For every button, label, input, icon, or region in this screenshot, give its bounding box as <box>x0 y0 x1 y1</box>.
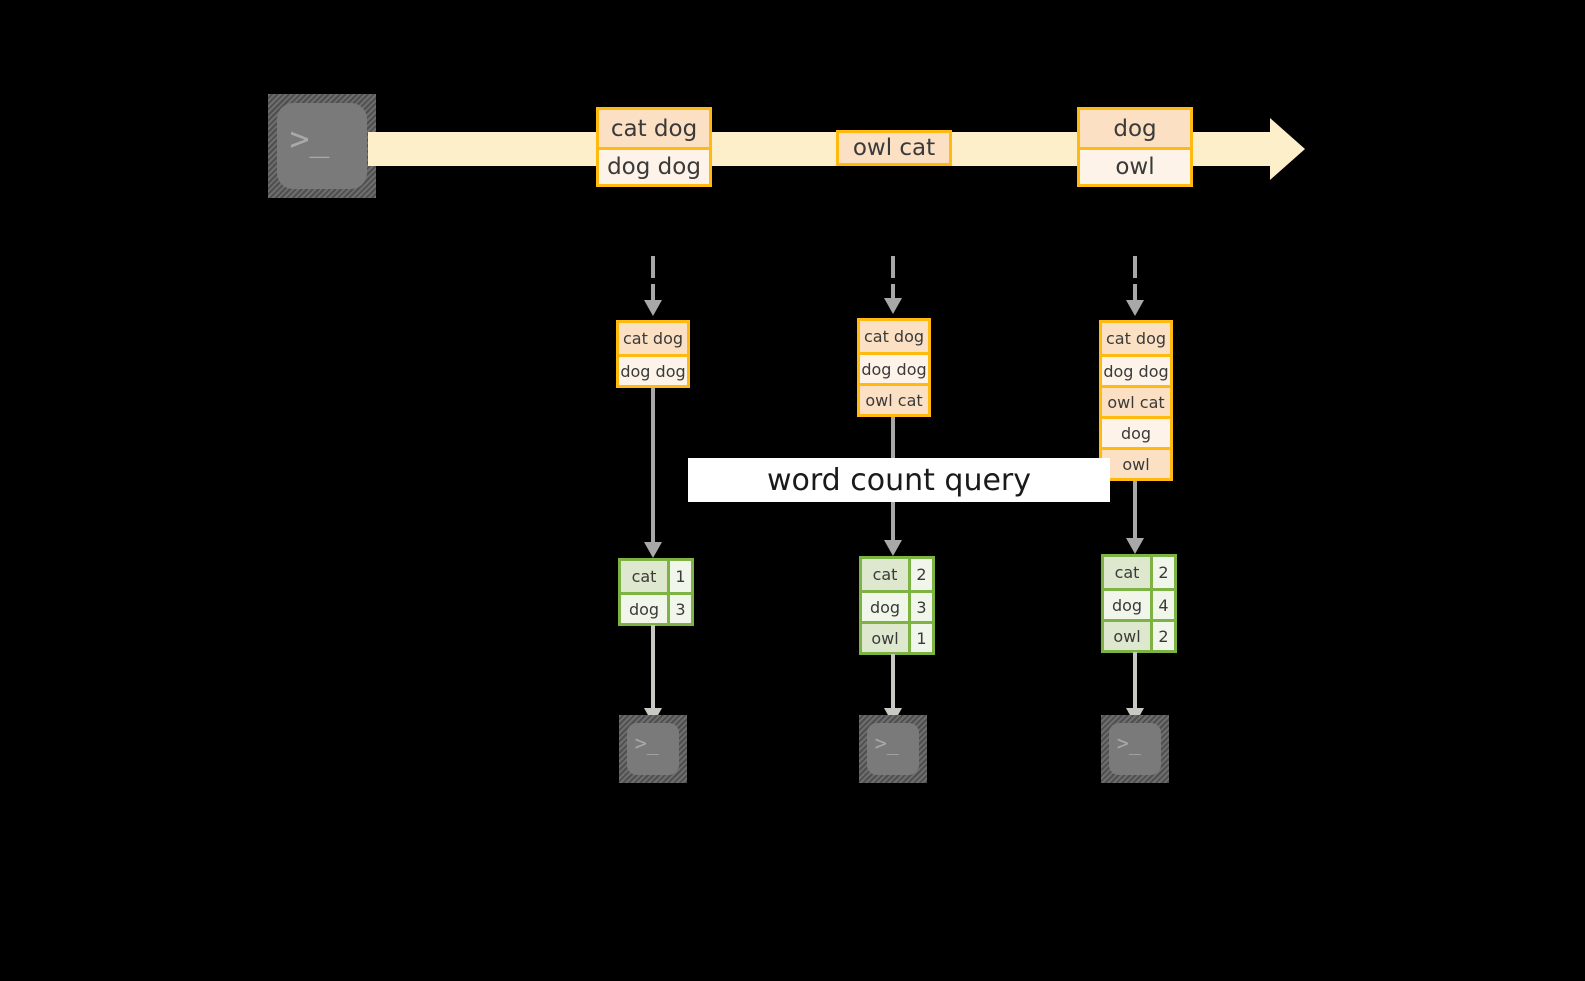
result-table[interactable]: cat 1 dog 3 <box>618 558 694 626</box>
query-label-text: word count query <box>766 462 1032 498</box>
stream-event-line: dog dog <box>599 147 709 184</box>
stream-to-state-arrowhead <box>884 298 902 314</box>
stream-event-box[interactable]: owl cat <box>836 130 952 166</box>
result-table[interactable]: cat 2 dog 4 owl 2 <box>1101 554 1177 653</box>
terminal-prompt-glyph: >_ <box>874 731 899 756</box>
result-count: 4 <box>1150 591 1174 619</box>
state-line: owl cat <box>1102 385 1170 416</box>
stream-to-state-arrowhead <box>1126 300 1144 316</box>
result-count: 1 <box>908 624 932 652</box>
terminal-screen: >_ <box>1109 723 1161 775</box>
result-count: 3 <box>908 593 932 621</box>
result-to-sink-connector <box>651 625 655 710</box>
sink-terminal-icon[interactable]: >_ <box>1101 715 1169 783</box>
sink-terminal-icon[interactable]: >_ <box>859 715 927 783</box>
result-row: owl 2 <box>1104 619 1174 650</box>
stream-to-state-arrowhead <box>644 300 662 316</box>
terminal-prompt-glyph: >_ <box>1116 731 1141 756</box>
result-to-sink-connector <box>891 654 895 710</box>
terminal-screen: >_ <box>277 103 367 189</box>
result-word: cat <box>1104 557 1150 588</box>
stream-event-line: owl <box>1080 147 1190 184</box>
result-count: 1 <box>667 561 691 592</box>
result-row: cat 2 <box>1104 557 1174 588</box>
stream-event-line: dog <box>1080 110 1190 147</box>
state-line: owl cat <box>860 383 928 414</box>
state-to-result-arrowhead <box>884 540 902 556</box>
stream-event-box[interactable]: dog owl <box>1077 107 1193 187</box>
state-line: dog dog <box>1102 354 1170 385</box>
stream-to-state-connector <box>651 284 655 302</box>
terminal-screen: >_ <box>867 723 919 775</box>
state-line: owl <box>1102 447 1170 478</box>
result-word: dog <box>862 593 908 621</box>
state-line: cat dog <box>619 323 687 354</box>
stream-to-state-connector <box>1133 284 1137 302</box>
result-word: dog <box>1104 591 1150 619</box>
result-count: 3 <box>667 595 691 623</box>
terminal-prompt-glyph: >_ <box>289 118 330 158</box>
result-row: dog 4 <box>1104 588 1174 619</box>
result-row: owl 1 <box>862 621 932 652</box>
stream-to-state-connector <box>891 256 895 278</box>
source-terminal-icon[interactable]: >_ <box>268 94 376 198</box>
state-line: cat dog <box>1102 323 1170 354</box>
state-to-result-arrowhead <box>1126 538 1144 554</box>
result-row: dog 3 <box>862 590 932 621</box>
state-line: dog <box>1102 416 1170 447</box>
event-stream-arrowhead <box>1270 118 1305 180</box>
query-label: word count query <box>688 458 1110 502</box>
accumulated-state-box[interactable]: cat dog dog dog owl cat <box>857 318 931 417</box>
result-word: owl <box>1104 622 1150 650</box>
result-row: cat 1 <box>621 561 691 592</box>
result-row: cat 2 <box>862 559 932 590</box>
stream-to-state-connector <box>891 284 895 300</box>
result-word: dog <box>621 595 667 623</box>
result-to-sink-connector <box>1133 652 1137 710</box>
result-count: 2 <box>1150 622 1174 650</box>
state-to-result-connector <box>651 388 655 543</box>
result-word: cat <box>621 561 667 592</box>
state-to-result-arrowhead <box>644 542 662 558</box>
state-line: cat dog <box>860 321 928 352</box>
stream-event-box[interactable]: cat dog dog dog <box>596 107 712 187</box>
result-word: owl <box>862 624 908 652</box>
accumulated-state-box[interactable]: cat dog dog dog owl cat dog owl <box>1099 320 1173 481</box>
state-to-result-connector <box>1133 481 1137 539</box>
stream-event-line: cat dog <box>599 110 709 147</box>
terminal-screen: >_ <box>627 723 679 775</box>
result-count: 2 <box>908 559 932 590</box>
state-line: dog dog <box>860 352 928 383</box>
result-count: 2 <box>1150 557 1174 588</box>
result-word: cat <box>862 559 908 590</box>
sink-terminal-icon[interactable]: >_ <box>619 715 687 783</box>
result-row: dog 3 <box>621 592 691 623</box>
stream-to-state-connector <box>1133 256 1137 278</box>
accumulated-state-box[interactable]: cat dog dog dog <box>616 320 690 388</box>
terminal-prompt-glyph: >_ <box>634 731 659 756</box>
result-table[interactable]: cat 2 dog 3 owl 1 <box>859 556 935 655</box>
stream-event-line: owl cat <box>839 133 949 163</box>
stream-to-state-connector <box>651 256 655 278</box>
state-line: dog dog <box>619 354 687 385</box>
